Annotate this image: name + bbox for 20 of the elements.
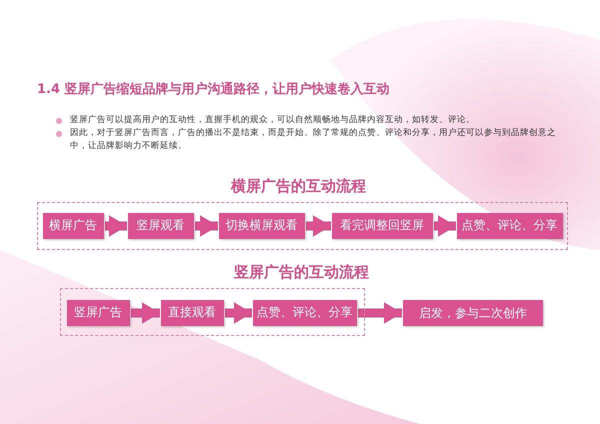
bullet-text: 竖屏广告可以提高用户的互动性，直握手机的观众，可以自然顺畅地与品牌内容互动，如转发、评论。 [70, 114, 476, 127]
arrow [105, 215, 127, 237]
arrow [225, 302, 252, 324]
step-box: 切换横屏观看 [218, 212, 304, 238]
flow-heading: 横屏广告的互动流程 [231, 177, 366, 196]
arrow [131, 302, 160, 324]
arrow [306, 215, 331, 237]
step-box: 点赞、评论、分享 [456, 212, 562, 238]
step-box: 启发，参与二次创作 [403, 300, 543, 326]
arrow [358, 302, 402, 324]
arrow [195, 215, 218, 237]
section-title: 1.4 竖屏广告缩短品牌与用户沟通路径，让用户快速卷入互动 [37, 80, 390, 98]
step-box: 竖屏观看 [128, 212, 194, 238]
flow-heading: 竖屏广告的互动流程 [234, 263, 369, 282]
step-box: 横屏广告 [42, 212, 104, 238]
step-box: 直接观看 [160, 300, 224, 326]
step-box: 竖屏广告 [66, 300, 130, 326]
bullet-text: 因此，对于竖屏广告而言，广告的播出不是结束，而是开始。除了常规的点赞、评论和分享，用户还可以参与到品牌创意之中，让品牌影响力不断延续。 [70, 127, 557, 153]
step-box: 看完调整回竖屏 [332, 212, 432, 238]
step-box: 点赞、评论、分享 [252, 300, 356, 326]
